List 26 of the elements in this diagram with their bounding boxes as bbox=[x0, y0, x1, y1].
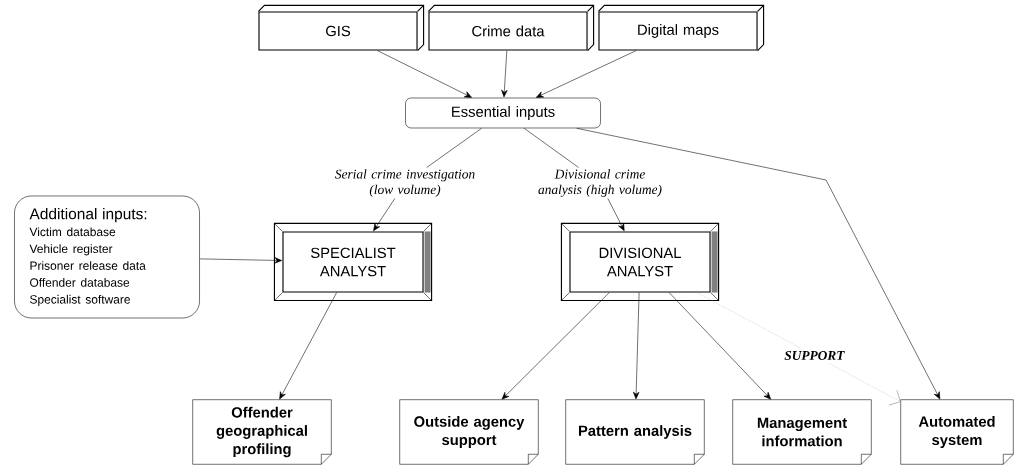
arrow bbox=[633, 292, 640, 400]
input-box: Digital maps bbox=[597, 4, 765, 52]
output-document: Outside agency support bbox=[399, 399, 539, 465]
arrow bbox=[501, 292, 610, 400]
branch-label: Serial crime investigation (low volume) bbox=[335, 169, 475, 197]
input-panel: Additional inputs: Victim database Vehicle register Prisoner release data Offender database Specialist software bbox=[14, 195, 200, 319]
arrow bbox=[536, 50, 637, 98]
arrow bbox=[373, 198, 396, 232]
output-document: Offender geographical profiling bbox=[192, 399, 332, 465]
output-document: Pattern analysis bbox=[565, 399, 705, 465]
arrow bbox=[576, 128, 941, 400]
arrow bbox=[668, 292, 771, 400]
output-document: Management information bbox=[732, 399, 872, 465]
arrow bbox=[607, 198, 625, 232]
analyst-box: SPECIALIST ANALYST bbox=[273, 222, 433, 302]
edge-label: SUPPORT bbox=[781, 348, 848, 363]
input-box: Essential inputs bbox=[405, 97, 601, 129]
arrow bbox=[501, 50, 508, 98]
input-box: GIS bbox=[257, 4, 425, 52]
arrow bbox=[279, 292, 337, 400]
input-box: Crime data bbox=[427, 4, 595, 52]
output-document: Automated system bbox=[900, 399, 1014, 465]
arrow bbox=[199, 257, 282, 264]
arrow bbox=[377, 50, 472, 98]
branch-label: Divisional crime analysis (high volume) bbox=[538, 169, 662, 197]
analyst-box: DIVISIONAL ANALYST bbox=[560, 222, 720, 302]
